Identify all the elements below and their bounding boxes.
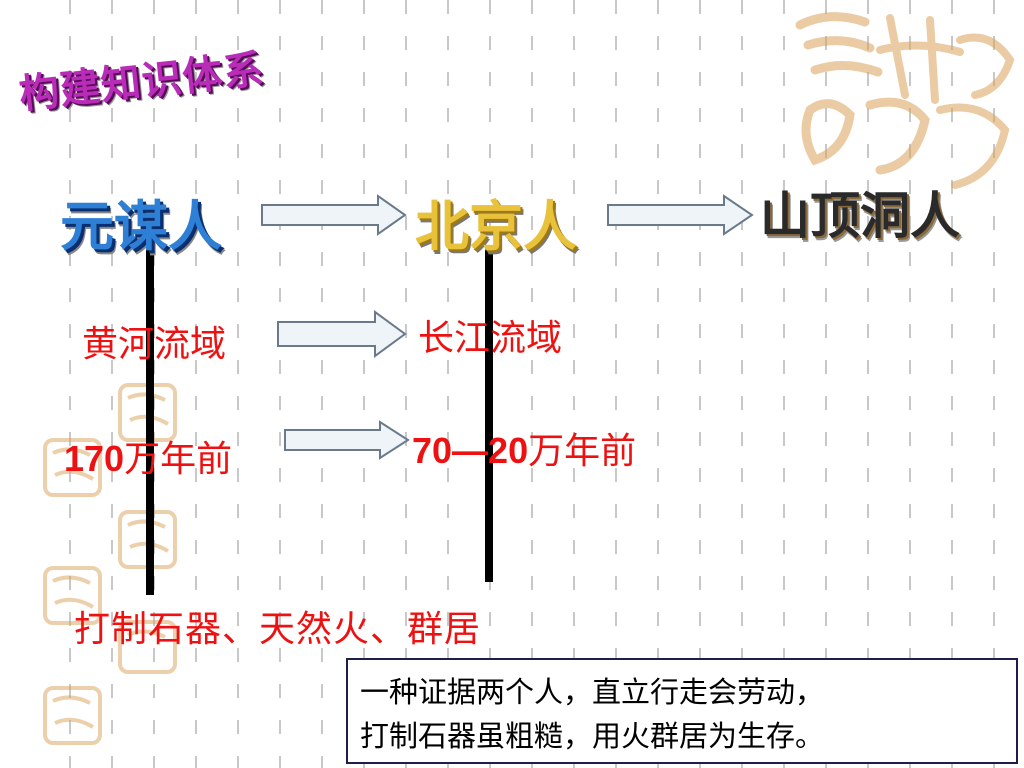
era-label-beijing: 北京人: [415, 194, 577, 258]
time-yuanmou-number: 170: [64, 438, 125, 479]
time-yuanmou: 170万年前: [64, 430, 232, 482]
location-yangtze-river: 长江流域: [418, 318, 563, 359]
time-beijing-unit: 万年前: [528, 431, 637, 472]
tools-summary-line: 打制石器、天然火、群居: [74, 609, 482, 650]
arrow-yuanmou-to-beijing: [261, 194, 407, 236]
arrow-time: [284, 420, 410, 460]
seal-stamp-icon: [795, 12, 1015, 189]
time-yuanmou-unit: 万年前: [124, 439, 233, 480]
summary-line-1: 一种证据两个人，直立行走会劳动，: [360, 675, 825, 709]
era-label-yuanmou: 元谋人: [60, 194, 222, 258]
location-yellow-river: 黄河流域: [82, 324, 227, 365]
arrow-location: [277, 310, 407, 358]
small-seal-stamps: [43, 383, 177, 745]
time-beijing: 70—20万年前: [412, 422, 636, 474]
dashed-grid: [69, 0, 995, 768]
era-label-shanding: 山顶洞人: [760, 186, 960, 245]
arrow-beijing-to-shanding: [607, 194, 754, 236]
summary-box: 一种证据两个人，直立行走会劳动， 打制石器虽粗糙，用火群居为生存。: [346, 658, 1018, 764]
summary-line-2: 打制石器虽粗糙，用火群居为生存。: [360, 719, 825, 753]
time-beijing-number: 70—20: [412, 430, 529, 471]
